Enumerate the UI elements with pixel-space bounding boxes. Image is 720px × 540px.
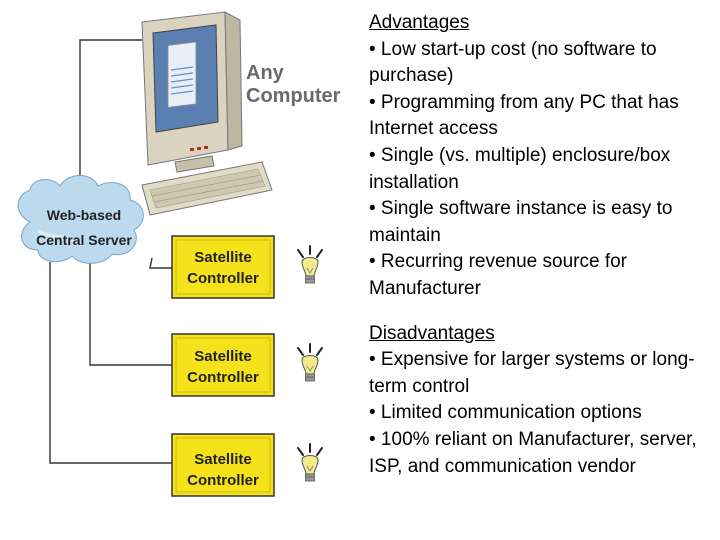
disadvantages-section: Disadvantages • Expensive for larger sys… [369,321,714,481]
advantage-item: • Single (vs. multiple) enclosure/box in… [369,143,714,196]
controller-3-label-line-2: Controller [187,472,259,489]
controller-3-label-line-1: Satellite [194,451,252,468]
advantage-item: • Single software instance is easy to ma… [369,196,714,249]
advantages-section: Advantages • Low start-up cost (no softw… [369,10,714,303]
satellite-controller-1: Satellite Controller [172,236,274,298]
server-label-line-2: Central Server [36,232,132,248]
line-server-to-controller-1 [150,258,172,268]
disadvantage-item: • Limited communication options [369,400,714,427]
light-bulb-icon [298,246,322,283]
controller-1-label-line-2: Controller [187,270,259,287]
line-server-to-controller-2 [90,262,172,365]
disadvantage-item: • 100% reliant on Manufacturer, server, … [369,427,714,480]
line-server-to-computer [80,40,142,200]
advantage-item: • Recurring revenue source for Manufactu… [369,249,714,302]
light-bulb-icon [298,444,322,481]
light-bulb-icon [298,344,322,381]
network-diagram: Any Computer Web-based Central Server Sa… [0,0,365,540]
disadvantages-heading: Disadvantages [369,321,714,348]
satellite-controller-2: Satellite Controller [172,334,274,396]
text-panel: Advantages • Low start-up cost (no softw… [369,10,714,480]
advantage-item: • Low start-up cost (no software to purc… [369,37,714,90]
controller-2-label-line-1: Satellite [194,348,252,365]
controller-2-label-line-2: Controller [187,369,259,386]
line-server-to-controller-3 [50,262,172,463]
advantages-heading: Advantages [369,10,714,37]
server-label-line-1: Web-based [47,207,121,223]
controller-1-label-line-1: Satellite [194,249,252,266]
computer-label-line-2: Computer [246,85,341,107]
advantage-item: • Programming from any PC that has Inter… [369,90,714,143]
satellite-controller-3: Satellite Controller [172,434,274,496]
disadvantage-item: • Expensive for larger systems or long-t… [369,347,714,400]
computer-label-line-1: Any [246,62,285,84]
computer-icon [142,12,272,215]
